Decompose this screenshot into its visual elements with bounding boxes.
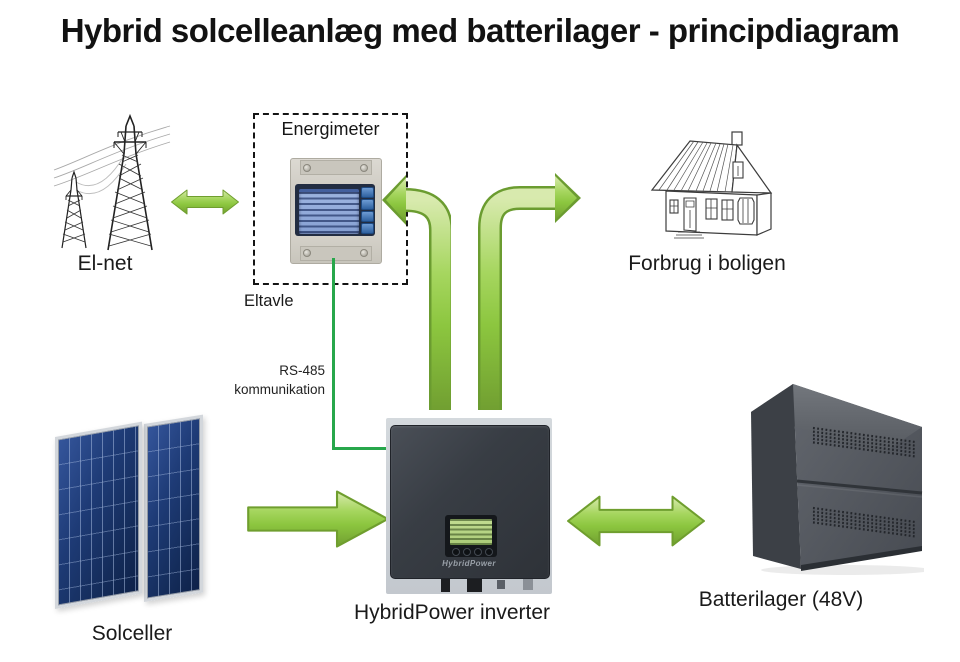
inverter-brand-text: HybridPower xyxy=(442,559,496,568)
house-icon xyxy=(650,131,773,239)
rs485-line1: RS-485 xyxy=(279,363,325,378)
energimeter-label: Energimeter xyxy=(281,119,380,139)
meter-top-cap xyxy=(300,160,372,175)
house-label: Forbrug i boligen xyxy=(628,252,786,275)
solar-panel-back xyxy=(144,414,203,602)
eltavle-label: Eltavle xyxy=(244,292,294,310)
inverter-lcd-display xyxy=(450,519,492,545)
energy-meter-icon xyxy=(290,158,382,264)
page-title: Hybrid solcelleanlæg med batterilager - … xyxy=(60,12,900,49)
solar-label: Solceller xyxy=(91,622,173,645)
arrow-inverter-battery-icon xyxy=(567,495,705,547)
rs485-line-horizontal xyxy=(332,447,386,450)
power-grid-icon xyxy=(53,113,171,251)
battery-label: Batterilager (48V) xyxy=(698,588,864,611)
solar-panel-front xyxy=(55,421,142,609)
arrow-inverter-to-meter-icon xyxy=(382,175,451,410)
rs485-line2: kommunikation xyxy=(234,382,325,397)
meter-bottom-cap xyxy=(300,246,372,261)
inverter-icon: HybridPower xyxy=(383,418,555,598)
inverter-label: HybridPower inverter xyxy=(353,601,551,624)
arrow-solar-to-inverter-icon xyxy=(247,490,389,548)
rs485-line-vertical xyxy=(332,258,335,449)
arrow-grid-meter-icon xyxy=(171,189,239,215)
solar-panels-icon xyxy=(48,408,210,620)
grid-label: El-net xyxy=(77,252,133,275)
meter-lcd-display xyxy=(299,189,359,234)
arrow-inverter-to-house-icon xyxy=(478,173,581,410)
rs485-label: RS-485 kommunikation xyxy=(185,361,325,399)
battery-cabinet-icon xyxy=(751,384,924,575)
